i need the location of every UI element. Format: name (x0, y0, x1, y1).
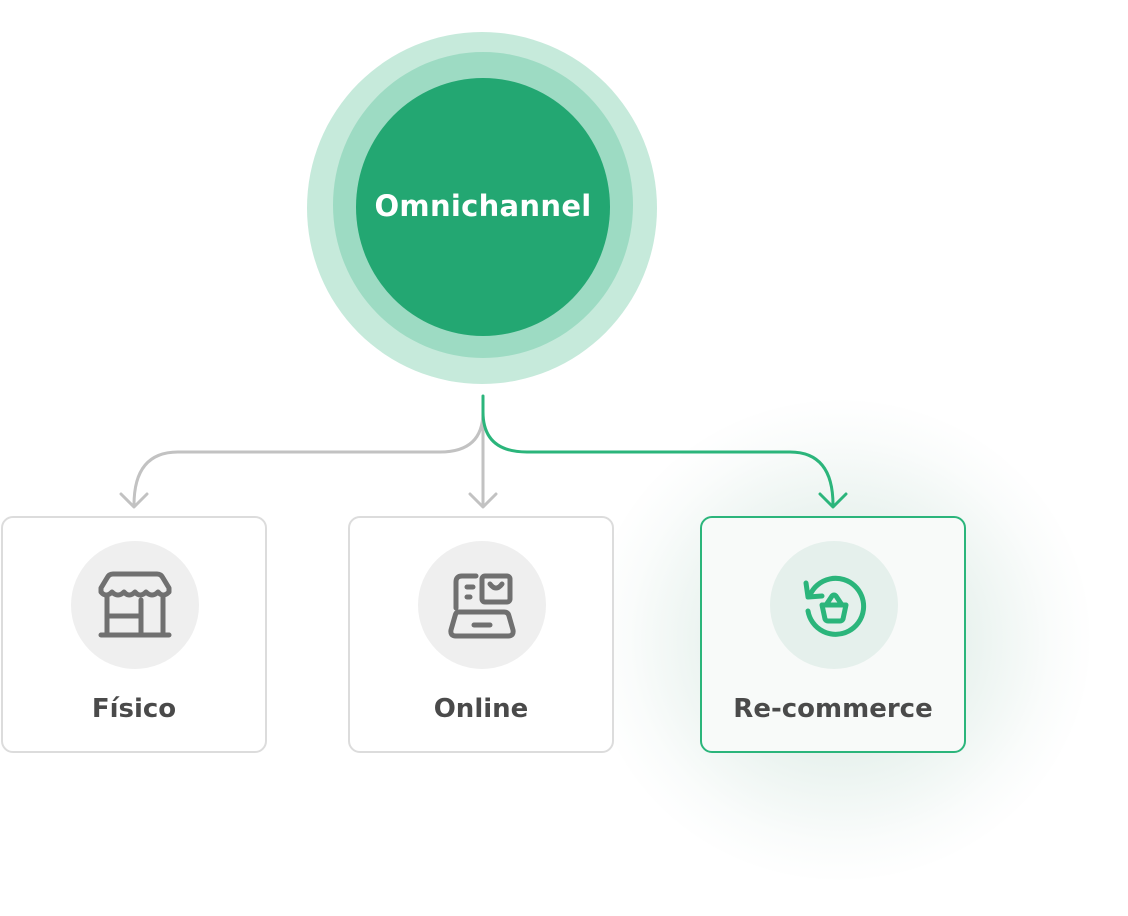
connector-recommerce (481, 394, 835, 507)
icon-badge (71, 541, 199, 669)
arrowhead-recommerce (818, 492, 848, 509)
recycle-basket-icon (803, 575, 867, 637)
channel-card-online[interactable]: Online (348, 516, 614, 753)
arrowhead-online (468, 492, 498, 509)
hub-label: Omnichannel (374, 189, 592, 223)
icon-badge (770, 541, 898, 669)
ecommerce-device-icon (448, 573, 516, 639)
connector-fisico (132, 396, 485, 507)
channel-card-fisico[interactable]: Físico (1, 516, 267, 753)
channel-label: Online (433, 694, 529, 724)
channel-card-recommerce[interactable]: Re-commerce (700, 516, 966, 753)
channel-label: Físico (91, 694, 177, 724)
icon-badge (418, 541, 546, 669)
channel-label: Re-commerce (733, 694, 933, 724)
hub-node[interactable]: Omnichannel (356, 78, 610, 336)
arrowhead-fisico (119, 492, 149, 509)
storefront-icon (98, 571, 172, 638)
